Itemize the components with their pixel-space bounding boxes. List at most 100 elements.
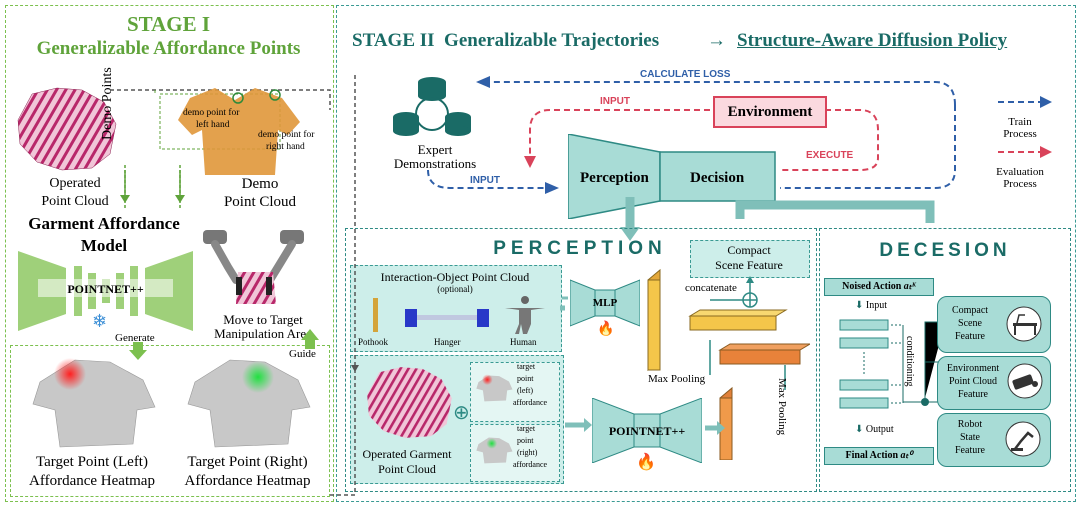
stage2-frame [336, 5, 1076, 502]
output-arrow-label: ⬇ Output [855, 424, 894, 435]
feat1-1: Compact [951, 305, 989, 316]
stage1-pointnet-label: POINTNET++ [67, 282, 144, 296]
demo-right-hand-2: right hand [266, 142, 305, 152]
operated-label-1: Operated [49, 176, 101, 191]
stage1-title-2: Generalizable Affordance Points [36, 38, 301, 59]
fire-icon: 🔥 [597, 320, 615, 336]
feat3-3: Feature [955, 445, 985, 456]
snowflake-icon: ❄ [92, 311, 108, 331]
tp-right-3: (right) [517, 448, 538, 457]
noised-action-box: Noised Action aₜᴷ [824, 278, 934, 296]
stage2-title-a: STAGE II Generalizable Trajectories [352, 30, 660, 51]
affordance-model-diagram [18, 251, 193, 331]
camera-icon [1007, 363, 1043, 399]
heatmap-left-image [32, 358, 156, 448]
plus-icon: ⊕ [453, 402, 470, 424]
process-loop-arrows [427, 76, 1052, 194]
operated-garment-label-1: Operated Garment [362, 447, 452, 461]
input-arrow-label: ⬇ Input [855, 300, 887, 311]
feat3-1: Robot [957, 419, 983, 430]
noised-action-label: Noised Action [842, 281, 904, 292]
execute-label: EXECUTE [806, 150, 854, 161]
feat2-1: Environment [946, 363, 1000, 374]
stage1-to-perception-connector [330, 75, 359, 496]
green-arrows-to-model [120, 170, 185, 203]
perception-label: Perception [580, 170, 649, 186]
guide-label: Guide [289, 348, 316, 360]
noised-action-symbol: aₜᴷ [903, 281, 916, 292]
max-pooling-v: Max Pooling [776, 378, 788, 436]
feat1-3: Feature [955, 331, 985, 342]
stage2-title-arrow: → [707, 30, 726, 51]
conditioning-label: conditioning [904, 336, 915, 387]
feat2-2: Point Cloud [948, 376, 998, 387]
fire-icon: 🔥 [636, 454, 656, 471]
feat3-2: State [960, 432, 980, 443]
section-connectors [620, 197, 935, 241]
tp-right-image [476, 437, 513, 464]
final-action-symbol: aₜ⁰ [900, 450, 913, 461]
expert-label-2: Demonstrations [393, 156, 477, 171]
feature-blocks [562, 268, 810, 460]
move-label-1: Move to Target [223, 312, 303, 327]
tp-right-2: point [517, 436, 534, 445]
mlp-shape [570, 279, 640, 327]
operated-garment-label-2: Point Cloud [378, 462, 436, 476]
stage1-title-1: STAGE I [126, 12, 211, 36]
tp-right-1: target [517, 424, 536, 433]
max-pooling-h: Max Pooling [648, 373, 706, 385]
demo-garment-image [178, 88, 300, 175]
demo-label-2: Point Cloud [223, 194, 297, 210]
input-top-label: INPUT [600, 96, 630, 107]
legend-train-1: Train [1008, 116, 1032, 128]
tp-left-box [470, 362, 560, 422]
decision-frame [819, 228, 1071, 492]
tp-left-1: target [517, 362, 536, 371]
feat2-3: Feature [958, 389, 988, 400]
tp-left-2: point [517, 374, 534, 383]
legend-eval-2: Process [1003, 178, 1037, 190]
hanger-label: Hanger [434, 337, 461, 347]
robot-arm-icon [1005, 421, 1041, 457]
robot-arms-image [203, 230, 304, 304]
tp-right-4: affordance [513, 460, 548, 469]
decision-input-label: Input [865, 300, 887, 311]
perception-arrows [560, 305, 725, 435]
heat-left-1: Target Point (Left) [36, 454, 148, 470]
perception-header: PERCEPTION [493, 238, 667, 259]
feat1-2: Scene [958, 318, 982, 329]
human-label: Human [510, 337, 537, 347]
heat-right-2: Affordance Heatmap [184, 473, 311, 489]
final-action-box: Final Action aₜ⁰ [824, 447, 934, 465]
generate-arrow [129, 342, 147, 360]
model-title-1: Garment Affordance [28, 214, 180, 233]
calculate-loss-label: CALCULATE LOSS [640, 69, 731, 80]
move-label-2: Manipulation Area [214, 326, 312, 341]
heat-right-1: Target Point (Right) [187, 454, 308, 470]
interaction-objects-image [373, 296, 545, 334]
pothook-label: Pothook [358, 337, 389, 347]
decision-header: DECESION [879, 240, 1011, 261]
concatenate-label: concatenate [685, 282, 737, 294]
decision-output-label: Output [865, 424, 894, 435]
final-action-label: Final Action [845, 450, 901, 461]
stage2-title-b: Structure-Aware Diffusion Policy [737, 30, 1008, 51]
denoise-network [839, 319, 945, 409]
guide-arrow [301, 329, 319, 349]
compact-label-1: Compact [727, 243, 771, 257]
operated-garment-image [17, 87, 117, 171]
interaction-optional: (optional) [437, 284, 473, 294]
policy-shape [568, 134, 776, 219]
decision-label: Decision [690, 170, 745, 186]
tp-left-4: affordance [513, 398, 548, 407]
model-title-2: Model [80, 236, 128, 255]
tp-left-image [476, 374, 513, 402]
interaction-title: Interaction-Object Point Cloud [380, 270, 530, 284]
generate-label: Generate [115, 332, 155, 344]
perception-pointnet-label: POINTNET++ [608, 424, 686, 438]
demo-label-1: Demo [241, 176, 279, 192]
demo-left-hand-2: left hand [196, 120, 230, 130]
heatmap-right-image [187, 359, 311, 448]
heatmap-panel [10, 345, 330, 497]
stage1-frame [5, 5, 334, 502]
